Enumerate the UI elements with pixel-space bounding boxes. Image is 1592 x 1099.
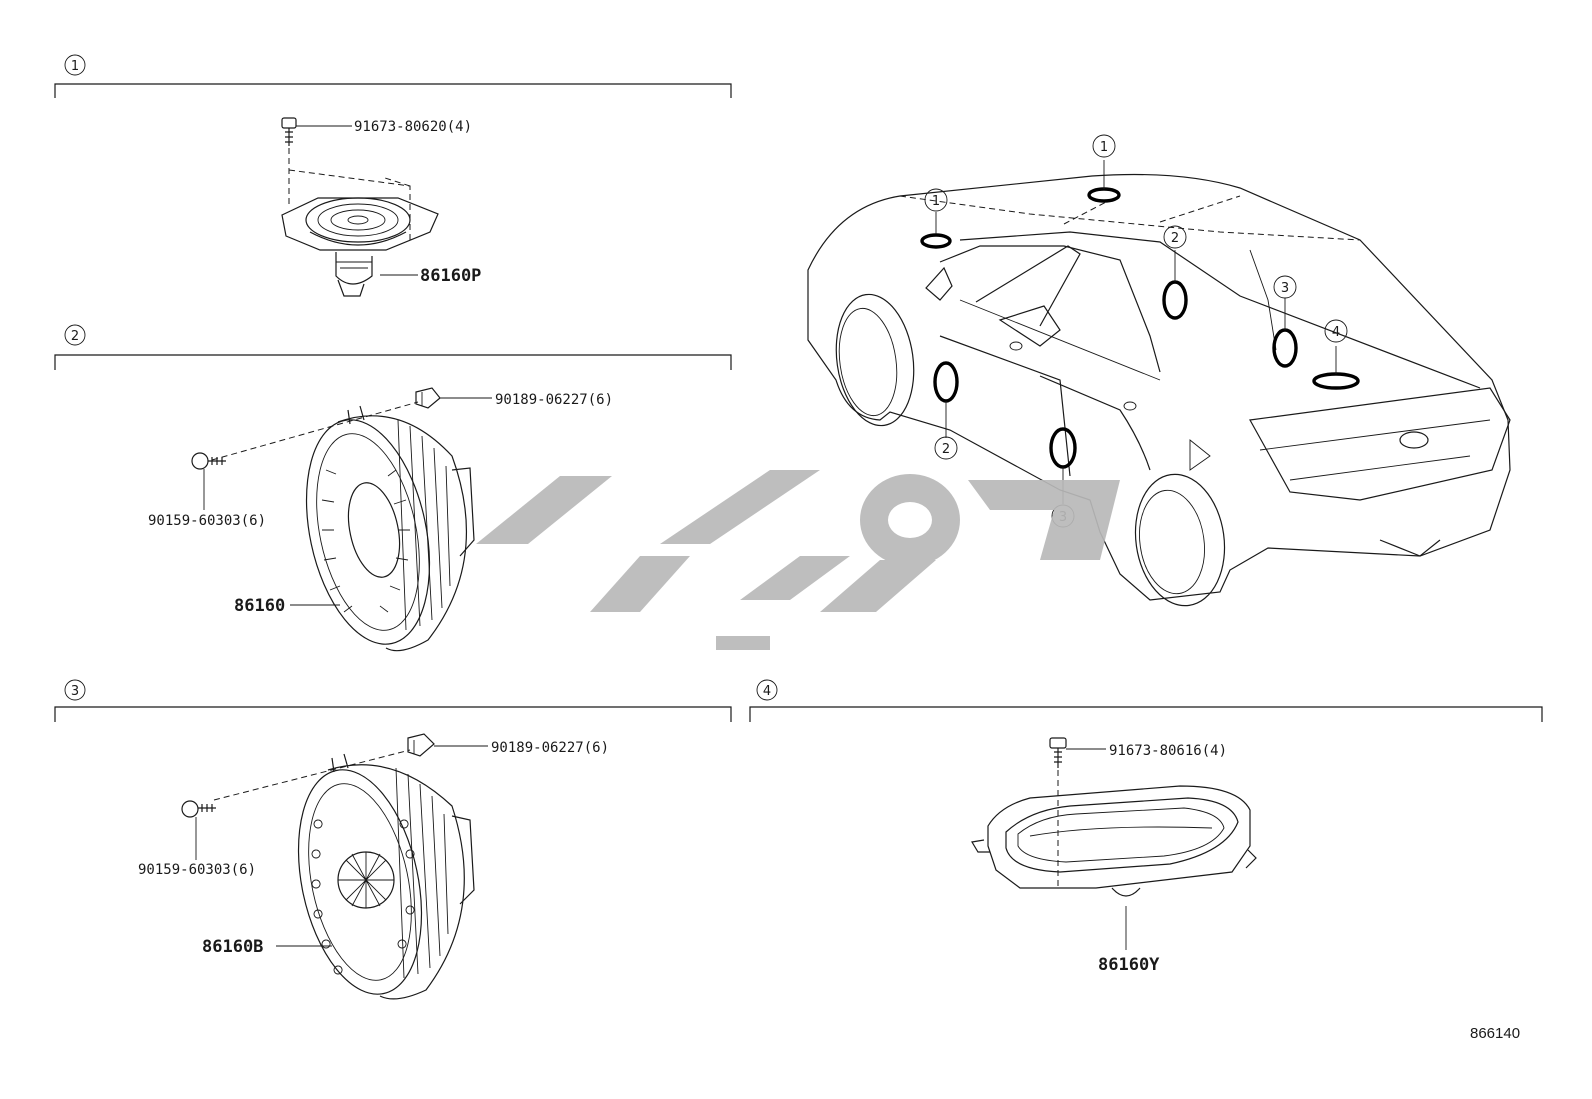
section-4-number: 4 bbox=[763, 684, 771, 699]
part-90189-06227-label-s2[interactable]: 90189-06227(6) bbox=[495, 392, 613, 408]
car-location-1b[interactable] bbox=[1087, 187, 1121, 203]
svg-text:2: 2 bbox=[942, 442, 950, 457]
part-91673-80620-label[interactable]: 91673-80620(4) bbox=[354, 119, 472, 135]
car-location-2a[interactable] bbox=[1162, 280, 1188, 320]
part-86160B-label[interactable]: 86160B bbox=[202, 937, 263, 957]
diagram-id: 866140 bbox=[1470, 1025, 1520, 1042]
section-4-screw bbox=[1049, 737, 1067, 768]
section-1-number: 1 bbox=[71, 59, 79, 74]
speaker-86160B-icon bbox=[297, 753, 475, 1000]
svg-text:4: 4 bbox=[1332, 325, 1340, 340]
car-callout-1a: 1 bbox=[924, 188, 948, 212]
part-91673-80616-label[interactable]: 91673-80616(4) bbox=[1109, 743, 1227, 759]
section-1-screw bbox=[281, 117, 297, 146]
svg-text:3: 3 bbox=[1281, 281, 1289, 296]
speaker-86160P-icon bbox=[281, 197, 439, 297]
section-2-number: 2 bbox=[71, 329, 79, 344]
section-2-badge bbox=[64, 324, 86, 346]
section-3: 3 90189-06227(6) 90159-60303(6) 86160B bbox=[54, 679, 732, 1000]
car-location-3a[interactable] bbox=[1272, 328, 1298, 368]
watermark-logo bbox=[476, 470, 1120, 650]
car-callout-2a: 2 bbox=[1163, 225, 1187, 249]
section-2: 2 90189-06227(6) 90159-60303(6) 86160 bbox=[54, 324, 732, 652]
car-location-1a[interactable] bbox=[920, 233, 952, 249]
car-callout-4: 4 bbox=[1324, 319, 1348, 343]
part-90159-60303-label-s3[interactable]: 90159-60303(6) bbox=[138, 862, 256, 878]
speaker-86160Y-icon bbox=[971, 785, 1257, 897]
section-4-badge bbox=[756, 679, 778, 701]
section-2-clip bbox=[415, 387, 441, 409]
car-location-2b[interactable] bbox=[933, 361, 959, 403]
section-1: 1 91673-80620(4) 86160P bbox=[54, 54, 732, 297]
section-4-bracket bbox=[749, 706, 1543, 722]
svg-text:1: 1 bbox=[932, 194, 940, 209]
part-90189-06227-label-s3[interactable]: 90189-06227(6) bbox=[491, 740, 609, 756]
car-location-3b[interactable] bbox=[1049, 427, 1077, 469]
section-3-bracket bbox=[54, 706, 732, 722]
svg-text:2: 2 bbox=[1171, 231, 1179, 246]
car-callout-3a: 3 bbox=[1273, 275, 1297, 299]
part-86160-label[interactable]: 86160 bbox=[234, 596, 285, 616]
section-4: 4 91673-80616(4) 86160Y bbox=[749, 679, 1543, 975]
car-overview: 1 1 2 2 3 3 4 bbox=[807, 134, 1511, 607]
section-3-number: 3 bbox=[71, 684, 79, 699]
car-callout-2b: 2 bbox=[934, 436, 958, 460]
section-3-badge bbox=[64, 679, 86, 701]
svg-text:1: 1 bbox=[1100, 140, 1108, 155]
part-86160Y-label[interactable]: 86160Y bbox=[1098, 955, 1160, 975]
speaker-86160-icon bbox=[305, 405, 475, 652]
part-90159-60303-label-s2[interactable]: 90159-60303(6) bbox=[148, 513, 266, 529]
car-location-4[interactable] bbox=[1312, 372, 1360, 390]
part-86160P-label[interactable]: 86160P bbox=[420, 266, 481, 286]
section-2-bracket bbox=[54, 354, 732, 370]
section-1-bracket bbox=[54, 83, 732, 98]
section-1-badge bbox=[64, 54, 86, 76]
section-2-screw bbox=[191, 452, 226, 470]
section-3-screw bbox=[181, 800, 216, 818]
car-callout-1b: 1 bbox=[1092, 134, 1116, 158]
section-3-clip bbox=[407, 733, 435, 757]
